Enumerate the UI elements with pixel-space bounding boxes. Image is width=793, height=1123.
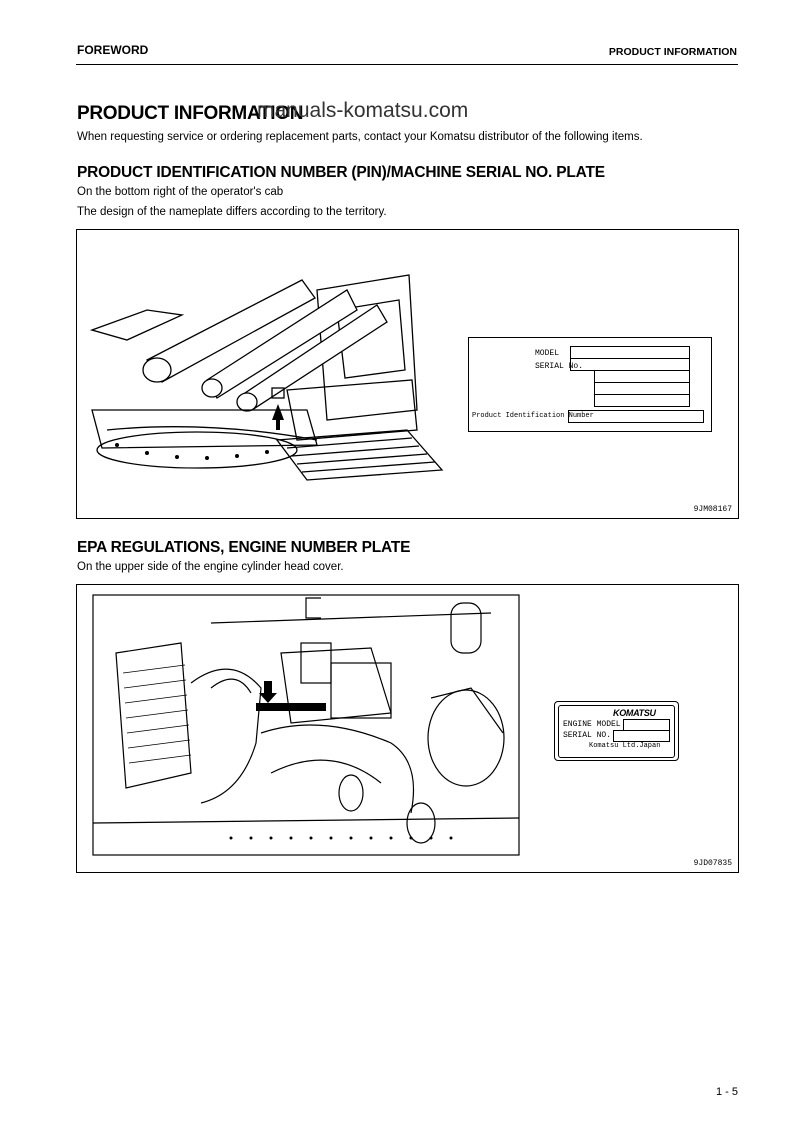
- engine-illustration: [92, 594, 520, 856]
- header-section-label: FOREWORD: [77, 43, 149, 57]
- pin-nameplate: MODEL SERIAL No. Product Identification …: [468, 337, 712, 432]
- header-chapter-label: PRODUCT INFORMATION: [608, 46, 737, 58]
- engine-nameplate: KOMATSU ENGINE MODEL SERIAL NO. Komatsu …: [554, 701, 679, 761]
- header-rule: [76, 64, 738, 65]
- engine-serial-label: SERIAL NO.: [563, 731, 612, 740]
- komatsu-logo: KOMATSU: [613, 708, 656, 718]
- figure1-code: 9JM08167: [693, 505, 732, 514]
- plate-serial-field-4: [594, 394, 690, 407]
- engine-serial-field: [613, 730, 670, 742]
- plate-pin-label: Product Identification Number: [472, 412, 594, 420]
- plate-model-label: MODEL: [535, 349, 560, 358]
- section1-line1: On the bottom right of the operator's ca…: [77, 186, 284, 198]
- figure-engine-plate: KOMATSU ENGINE MODEL SERIAL NO. Komatsu …: [76, 584, 739, 873]
- engine-model-label: ENGINE MODEL: [563, 720, 621, 729]
- section1-heading: PRODUCT IDENTIFICATION NUMBER (PIN)/MACH…: [77, 164, 605, 181]
- cab-illustration: [89, 274, 444, 481]
- figure-pin-plate: MODEL SERIAL No. Product Identification …: [76, 229, 739, 519]
- plate-pin-field: [568, 410, 704, 423]
- plate-serial-label: SERIAL No.: [535, 362, 584, 371]
- section2-line1: On the upper side of the engine cylinder…: [77, 561, 344, 573]
- section1-line2: The design of the nameplate differs acco…: [77, 206, 387, 218]
- page-number: 1 - 5: [715, 1086, 738, 1098]
- page-title: PRODUCT INFORMATION: [77, 103, 304, 124]
- watermark: manuals-komatsu.com: [257, 99, 469, 122]
- intro-text: When requesting service or ordering repl…: [77, 131, 643, 143]
- section2-heading: EPA REGULATIONS, ENGINE NUMBER PLATE: [77, 539, 411, 556]
- figure2-code: 9JD07835: [693, 859, 732, 868]
- maker-text: Komatsu Ltd.Japan: [589, 742, 661, 750]
